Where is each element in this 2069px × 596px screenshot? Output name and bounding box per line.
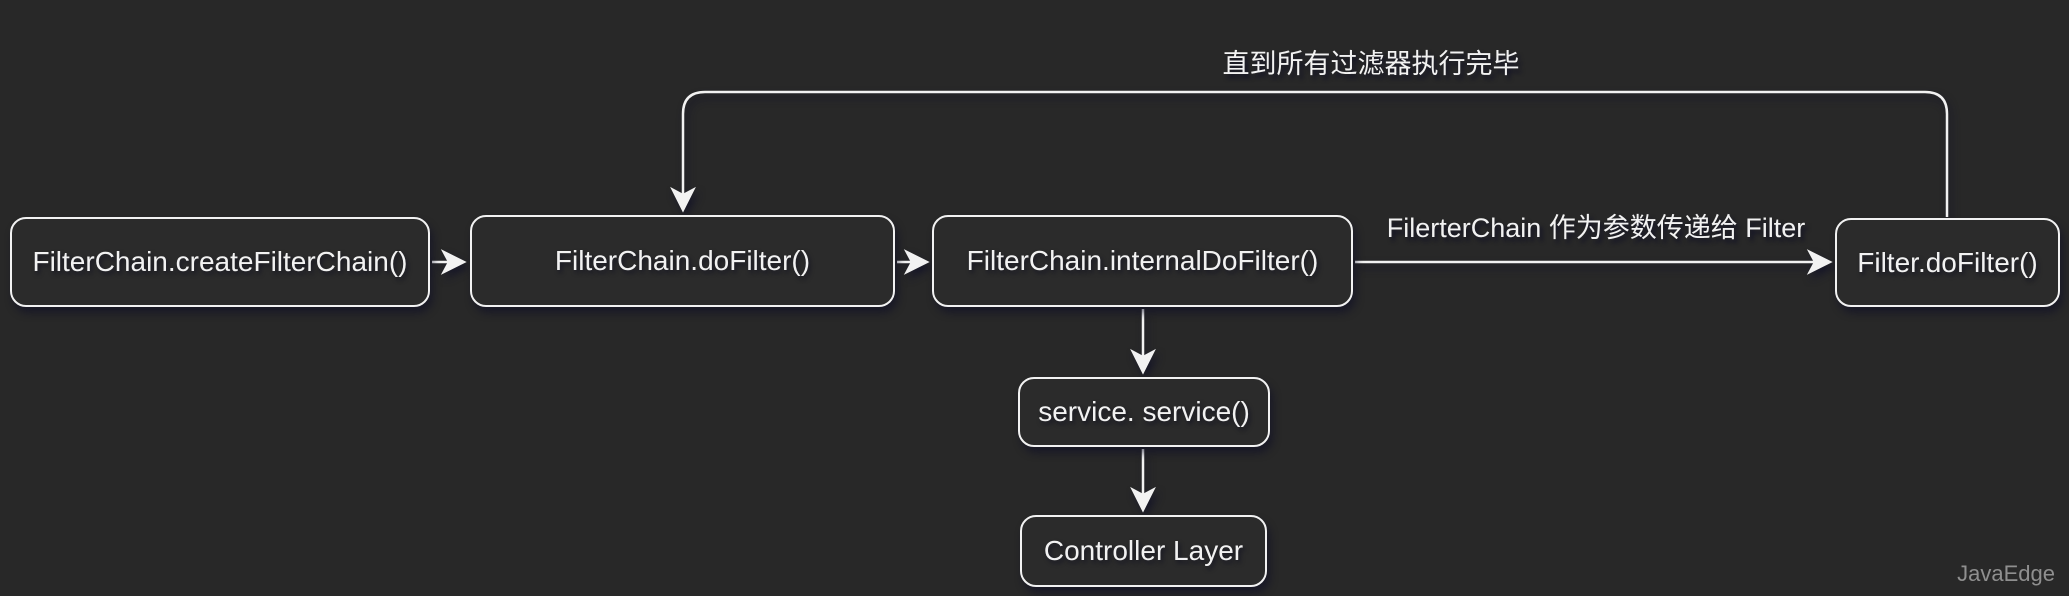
edge-filter-loop-to-dofilter — [670, 90, 1949, 217]
node-service-service: service. service() — [1018, 377, 1270, 447]
node-filterchain-dofilter: FilterChain.doFilter() — [470, 215, 895, 307]
node-filter-dofilter: Filter.doFilter() — [1835, 218, 2060, 307]
node-controller-layer: Controller Layer — [1020, 515, 1267, 587]
edge-label-loop-until-all-filters-done: 直到所有过滤器执行完毕 — [1222, 49, 1520, 79]
node-filterchain-createfilterchain: FilterChain.createFilterChain() — [10, 217, 430, 307]
watermark-javaedge: JavaEdge — [1957, 561, 2055, 586]
edge-label-filterchain-passed-as-param: FilerterChain 作为参数传递给 Filter — [1386, 213, 1806, 243]
node-filterchain-internaldofilter: FilterChain.internalDoFilter() — [932, 215, 1353, 307]
